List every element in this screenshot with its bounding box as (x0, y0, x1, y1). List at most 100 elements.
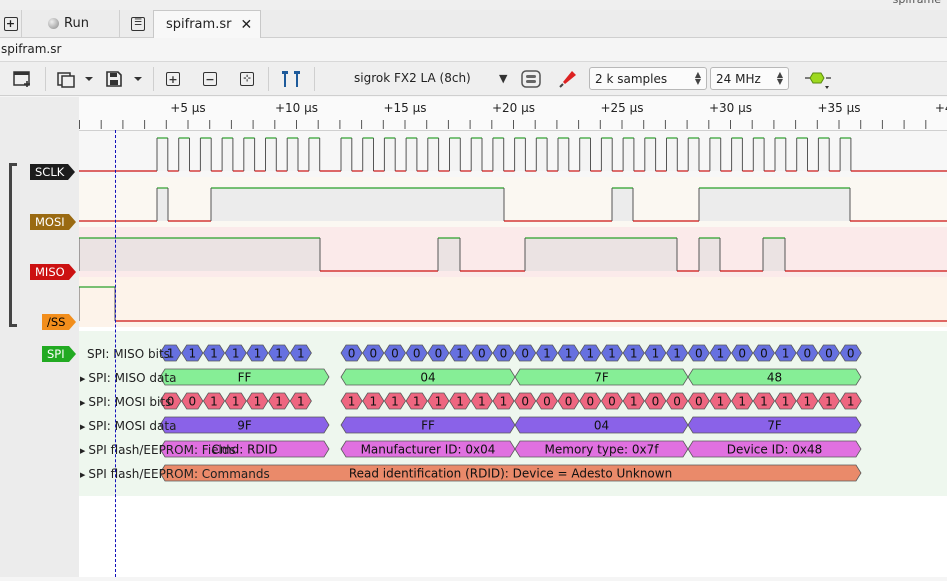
decoder-row-commands[interactable]: ▶SPI flash/EEPROM: Commands (80, 466, 270, 482)
zoom-in-button[interactable]: + (162, 68, 184, 90)
zoom-fit-icon: ⊹ (240, 72, 254, 86)
mosi-bit-text: 0 (167, 395, 175, 409)
save-menu-button[interactable] (104, 68, 146, 90)
sclk-trace-high-fill (243, 138, 255, 171)
tab-run[interactable]: Run (34, 10, 120, 37)
mosi-byte-shape (687, 416, 862, 434)
mosi-bit-shape (246, 392, 269, 410)
mosi-byte-text: FF (421, 419, 435, 433)
decoder-row-mosi-bits[interactable]: ▶SPI: MOSI bits (80, 394, 171, 410)
expand-arrow-icon[interactable]: ▶ (80, 471, 86, 479)
add-decoder-button[interactable] (802, 68, 836, 90)
miso-trace-high-fill (79, 238, 320, 271)
miso-bit-shape (579, 344, 602, 362)
decoder-label-spi[interactable]: SPI (42, 346, 76, 362)
new-view-button[interactable] (10, 68, 36, 90)
cursors-button[interactable] (278, 68, 304, 90)
mosi-bit-text: 0 (586, 395, 594, 409)
channel-label-miso[interactable]: MISO (30, 264, 76, 280)
cursors-icon (282, 71, 300, 87)
time-ruler[interactable]: +5 µs+10 µs+15 µs+20 µs+25 µs+30 µs+35 µ… (79, 97, 947, 131)
miso-bit-text: 0 (825, 347, 833, 361)
row-label: SPI: MISO bits (87, 347, 170, 361)
samplerate-select[interactable]: 24 MHz ▲▼ (710, 67, 789, 90)
tab-session-file[interactable]: spifram.sr ✕ (153, 10, 261, 38)
toolbar-separator (45, 67, 46, 91)
channel-label-mosi[interactable]: MOSI (30, 214, 76, 230)
sclk-trace-high-fill (840, 138, 851, 171)
miso-bit-shape (600, 344, 624, 362)
window-title-strip: spiframe (0, 0, 947, 10)
probe-config-button[interactable] (556, 68, 580, 90)
mosi-bit-shape (449, 392, 472, 410)
run-icon (48, 18, 59, 29)
flash-field-shape (159, 440, 330, 458)
sample-count-value: 2 k samples (595, 71, 668, 86)
mosi-bit-text: 0 (543, 395, 551, 409)
decoder-row-mosi-data[interactable]: ▶SPI: MOSI data (80, 418, 176, 434)
miso-bit-shape (774, 344, 797, 362)
sclk-trace-high-fill (623, 138, 634, 171)
sclk-trace-high-fill (492, 138, 504, 171)
row-label: SPI flash/EEPROM: Fields (88, 443, 236, 457)
close-tab-icon[interactable]: ✕ (240, 16, 253, 33)
mosi-bit-shape (383, 392, 407, 410)
miso-bit-text: 1 (254, 347, 262, 361)
sclk-trace-high-fill (601, 138, 613, 171)
window-menu-button[interactable]: ☰ (126, 10, 150, 37)
channel-group-bracket (9, 163, 17, 327)
mosi-bit-text: 1 (782, 395, 790, 409)
expand-arrow-icon[interactable]: ▶ (80, 375, 86, 383)
sclk-trace-high-fill (427, 138, 439, 171)
time-cursor[interactable] (115, 130, 116, 577)
mosi-bit-text: 1 (847, 395, 855, 409)
zoom-out-button[interactable]: − (199, 68, 221, 90)
miso-bit-text: 0 (500, 347, 508, 361)
decoder-row-fields[interactable]: ▶SPI flash/EEPROM: Fields (80, 442, 236, 458)
flash-field-text: Manufacturer ID: 0x04 (361, 443, 496, 457)
mosi-bit-text: 1 (500, 395, 508, 409)
mosi-byte-shape (159, 416, 330, 434)
spinner-arrows-icon[interactable]: ▲▼ (694, 70, 701, 86)
expand-arrow-icon[interactable]: ▶ (80, 423, 86, 431)
miso-bit-text: 0 (847, 347, 855, 361)
miso-bit-shape (383, 344, 407, 362)
miso-bit-text: 1 (297, 347, 305, 361)
channel-label-sclk[interactable]: SCLK (30, 164, 76, 180)
sclk-trace-high-fill (308, 138, 320, 171)
chevron-down-icon[interactable]: ▼ (499, 72, 508, 85)
zoom-in-icon: + (166, 72, 180, 86)
window-icon: ☰ (131, 16, 145, 31)
decoder-row-miso-data[interactable]: ▶SPI: MISO data (80, 370, 176, 386)
spinner-arrows-icon[interactable]: ▲▼ (776, 70, 783, 86)
mosi-bit-text: 1 (717, 395, 725, 409)
mosi-bit-shape (622, 392, 645, 410)
expand-arrow-icon[interactable]: ▶ (80, 447, 86, 455)
zoom-fit-button[interactable]: ⊹ (236, 68, 258, 90)
sclk-trace-high-fill (644, 138, 656, 171)
miso-bit-shape (289, 344, 312, 362)
device-selector[interactable]: sigrok FX2 LA (8ch) (354, 71, 471, 85)
open-menu-button[interactable] (55, 68, 97, 90)
mosi-bit-text: 1 (630, 395, 638, 409)
toolbar-separator (153, 67, 154, 91)
miso-bit-text: 1 (673, 347, 681, 361)
miso-bit-text: 0 (521, 347, 529, 361)
sample-count-select[interactable]: 2 k samples ▲▼ (589, 67, 707, 90)
miso-bit-shape (268, 344, 291, 362)
mosi-bit-shape (492, 392, 515, 410)
ruler-tick-label: +25 µs (600, 101, 643, 115)
mosi-bit-shape (340, 392, 363, 410)
mosi-bit-shape (427, 392, 450, 410)
device-config-button[interactable] (519, 68, 543, 90)
sclk-trace-high-fill (536, 138, 548, 171)
miso-bit-text: 0 (348, 347, 356, 361)
flash-field-text: Memory type: 0x7f (545, 443, 660, 457)
sclk-trace-high-fill (514, 138, 526, 171)
new-tab-button[interactable]: + (0, 10, 22, 37)
decoder-row-miso-bits[interactable]: SPI: MISO bits (80, 346, 170, 362)
plus-box-icon: + (3, 16, 18, 31)
expand-arrow-icon[interactable]: ▶ (80, 399, 86, 407)
channel-label-ss[interactable]: /SS (42, 314, 78, 330)
